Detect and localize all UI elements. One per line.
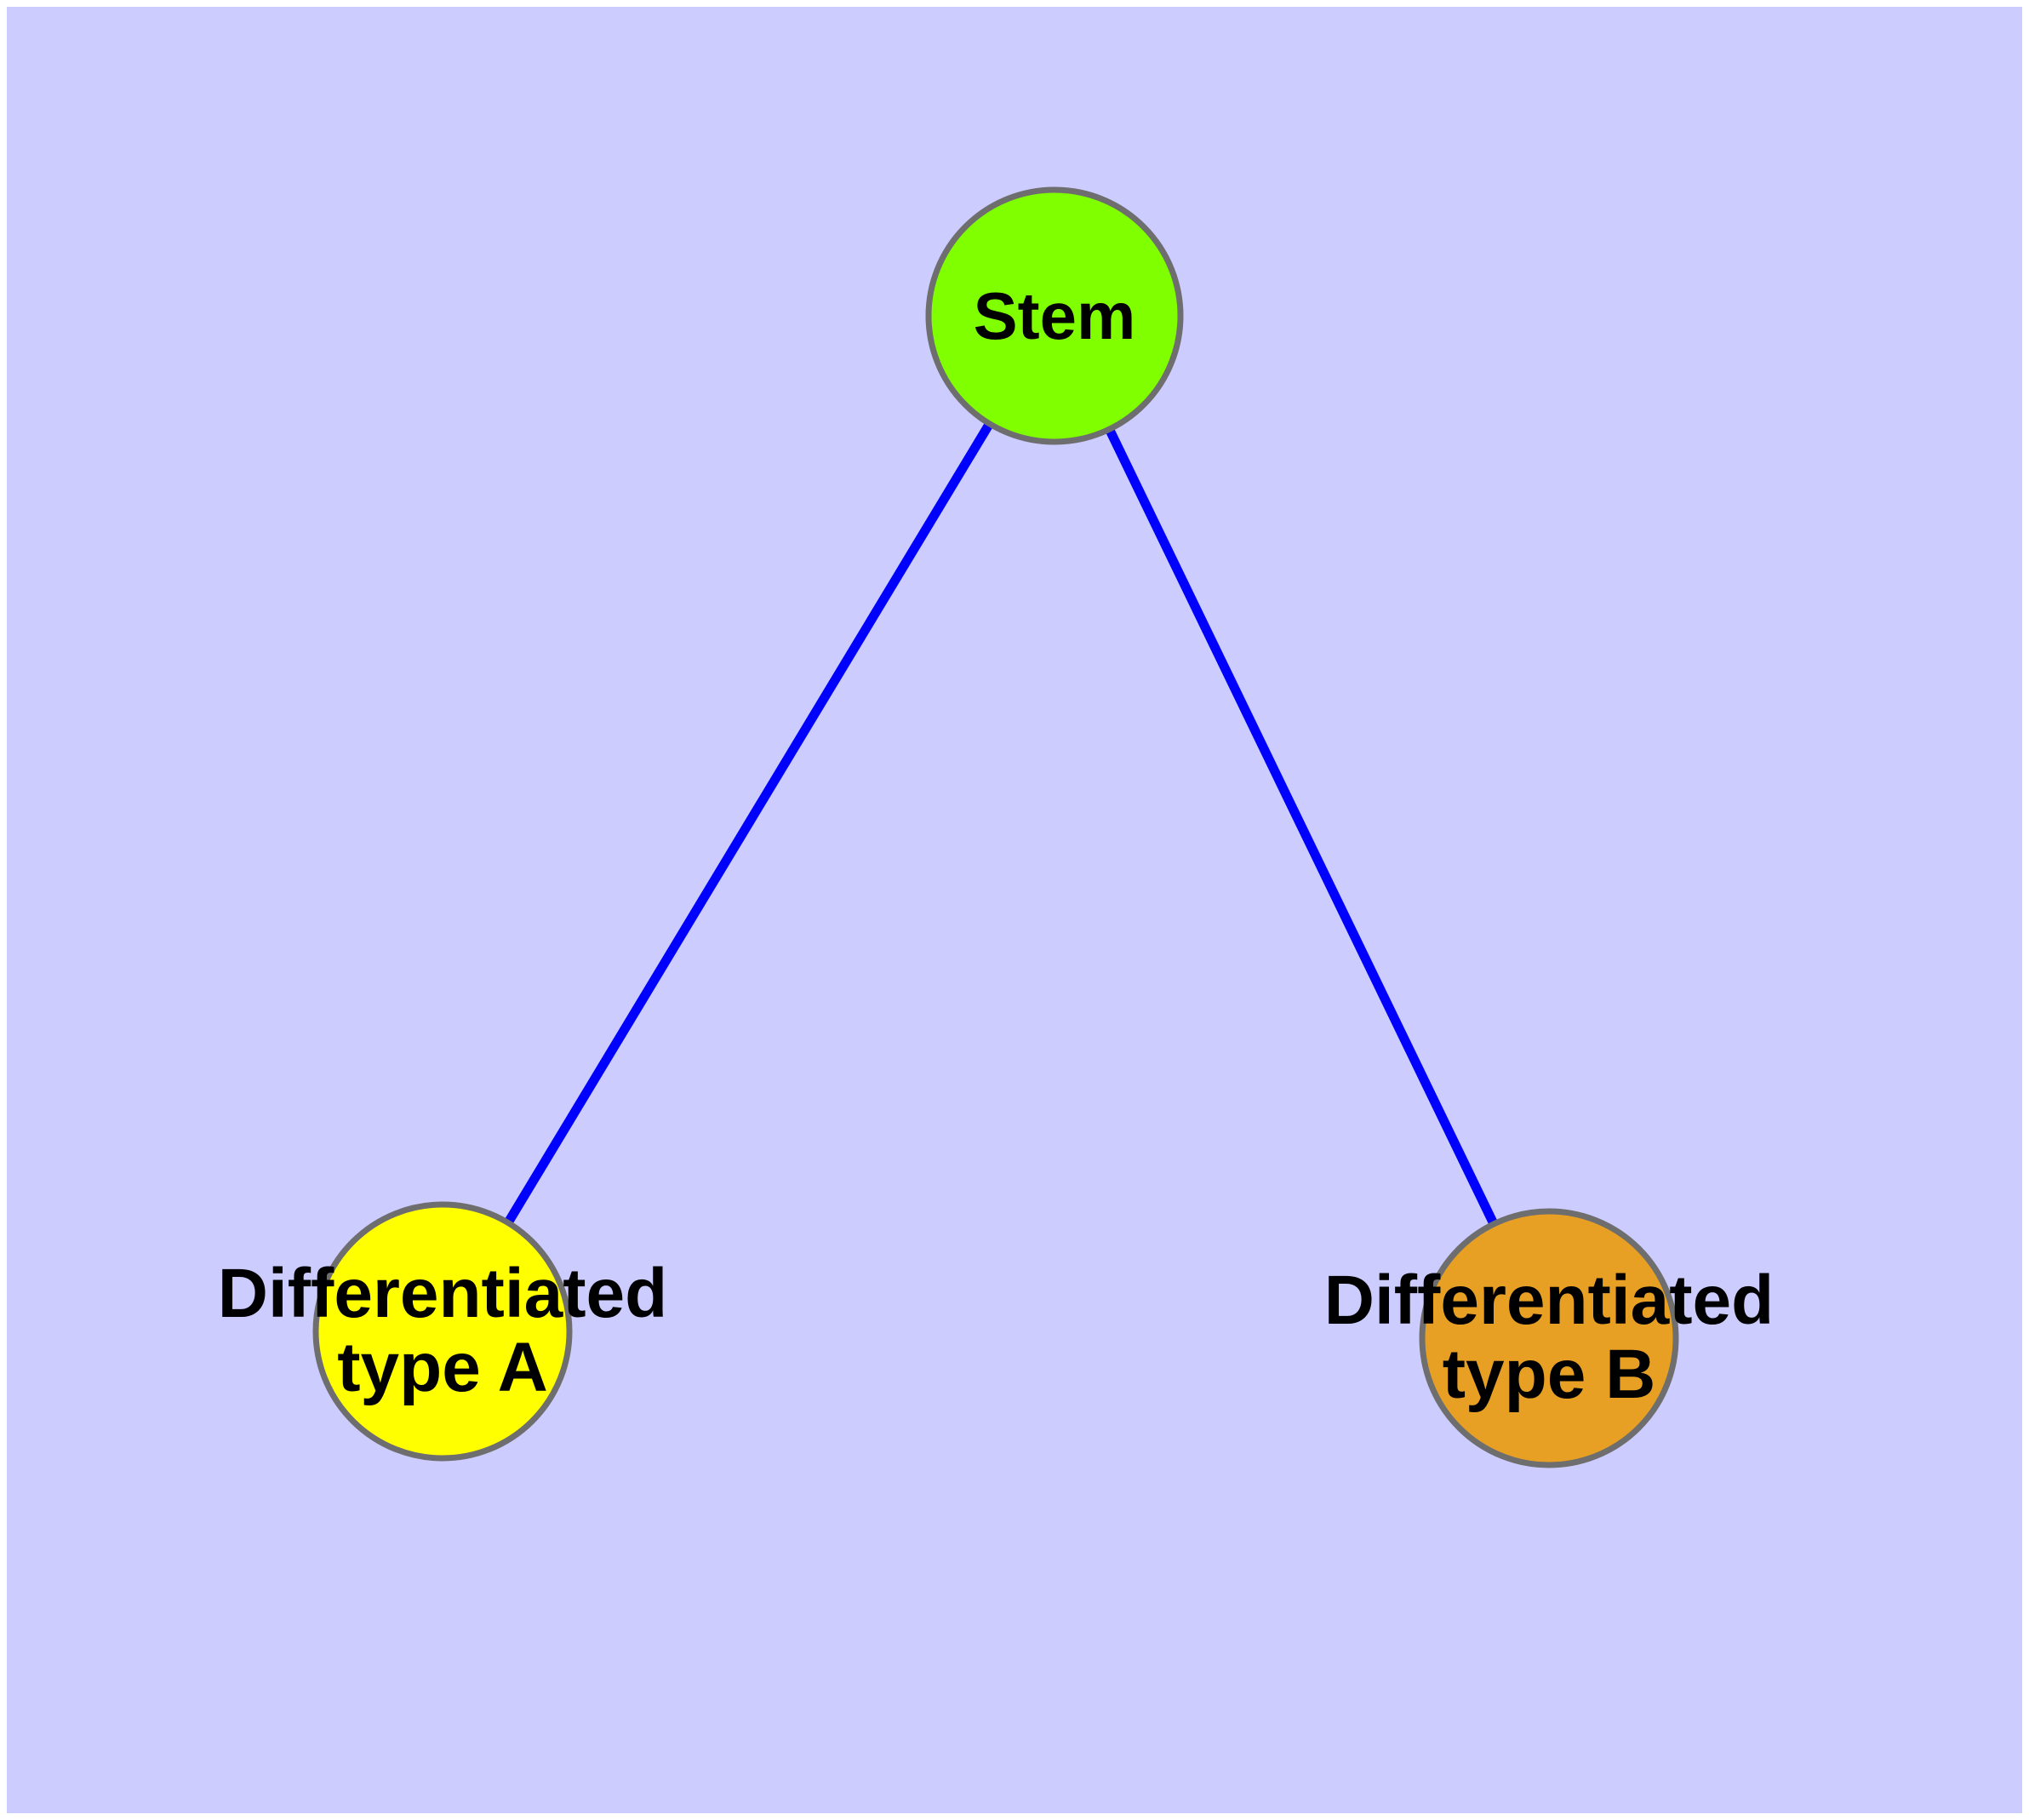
edge-stem-to-differentiated-type-a[interactable] [438,313,1059,1334]
edge-stem-to-differentiated-type-b[interactable] [1050,313,1553,1341]
node-circle-differentiated-type-b[interactable] [1419,1208,1679,1468]
node-circle-stem[interactable] [925,186,1184,445]
node-circle-differentiated-type-a[interactable] [312,1201,573,1462]
edge-layer [438,313,1553,1341]
node-layer [312,186,1679,1468]
